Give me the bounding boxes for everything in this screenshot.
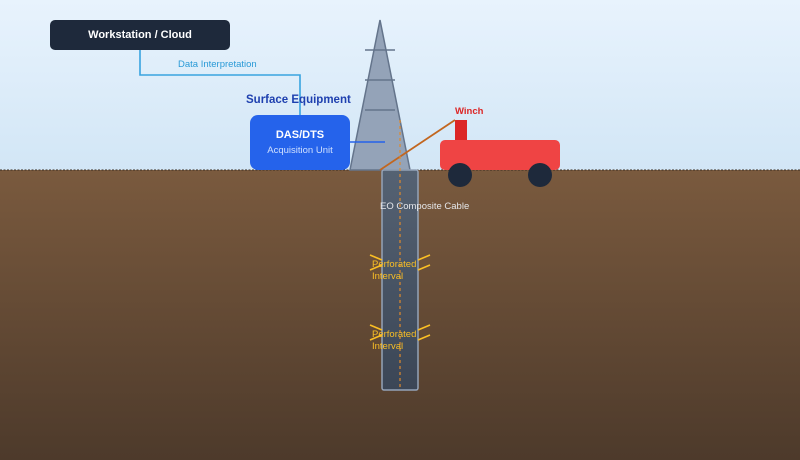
- perforated-interval-label: Perforated Interval: [372, 259, 417, 282]
- workstation-cloud-box: Workstation / Cloud: [50, 20, 230, 50]
- data-link-line: [139, 50, 301, 115]
- winch-truck-body: [440, 140, 560, 170]
- perforated-interval-label: Perforated Interval: [372, 329, 417, 352]
- winch-wheel: [528, 163, 552, 187]
- winch-wheel: [448, 163, 472, 187]
- surface-equipment-label: Surface Equipment: [246, 94, 351, 106]
- perforation-marks: [369, 254, 431, 341]
- das-title: DAS/DTS: [275, 129, 325, 141]
- winch-drum: [455, 120, 467, 142]
- data-interpretation-label: Data Interpretation: [178, 59, 257, 70]
- das-dts-acquisition-unit: DAS/DTS Acquisition Unit: [250, 115, 350, 170]
- das-subtitle: Acquisition Unit: [267, 145, 333, 156]
- workstation-label: Workstation / Cloud: [88, 29, 192, 41]
- winch-label: Winch: [455, 106, 484, 117]
- eo-cable-label: EO Composite Cable: [380, 201, 470, 212]
- eo-cable-surface: [379, 119, 456, 171]
